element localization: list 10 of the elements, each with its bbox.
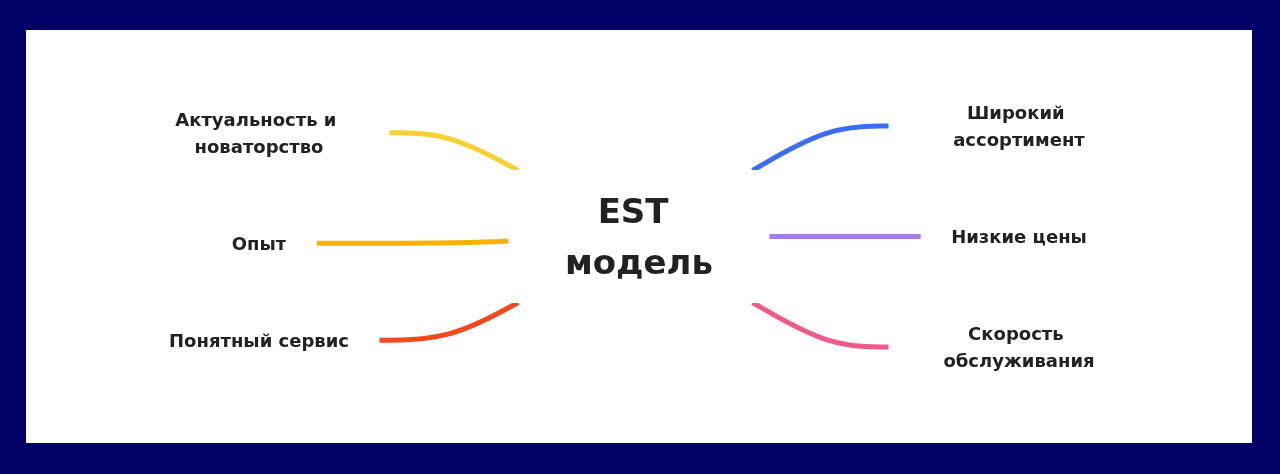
node-text: Низкие цены <box>951 226 1087 247</box>
node-text: Скорость обслуживания <box>943 323 1095 371</box>
node-text: Актуальность и новаторство <box>175 108 337 157</box>
panel-background: Актуальность и новаторство Широкий ассортимент Опыт EST модель Низкие цены Понятный сервис Скорость обслуживания <box>26 30 1252 443</box>
node-text: Опыт <box>231 232 287 254</box>
connector <box>769 234 922 239</box>
node-text: Понятный сервис <box>169 329 349 351</box>
node-text: Широкий ассортимент <box>953 102 1085 150</box>
connector <box>316 238 510 246</box>
node-text: EST модель <box>564 190 714 282</box>
